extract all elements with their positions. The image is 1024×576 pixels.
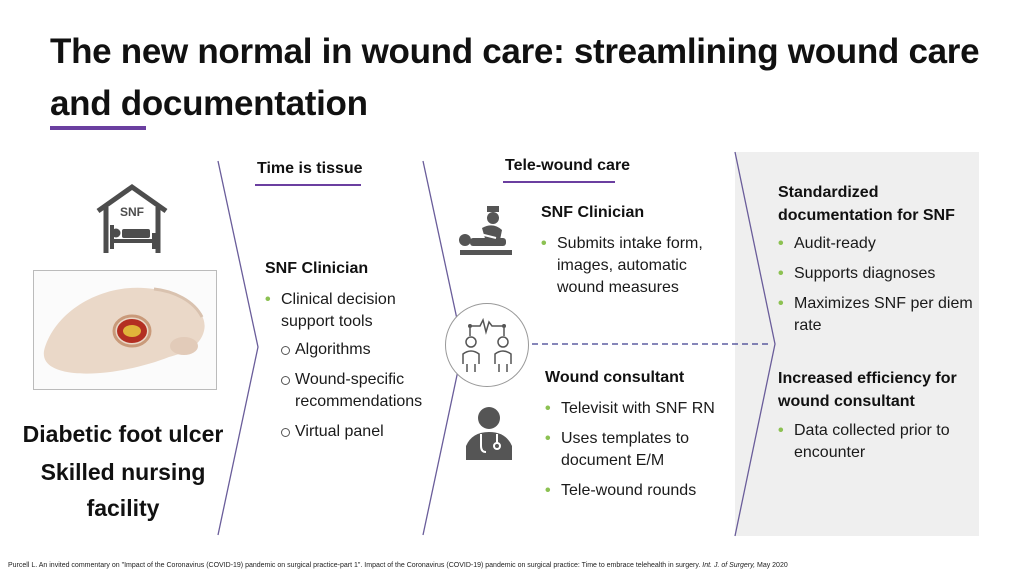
header-underline [255, 184, 361, 186]
outcome-block1-bullets: Audit-ready Supports diagnoses Maximizes… [778, 233, 974, 345]
svg-text:SNF: SNF [120, 205, 144, 219]
subitem-algorithms: Algorithms [281, 339, 445, 361]
column-header-time-is-tissue: Time is tissue [257, 160, 363, 177]
citation-date: May 2020 [755, 562, 788, 569]
tele-consultant-bullets: Televisit with SNF RN Uses templates to … [545, 398, 725, 510]
bullet-rounds: Tele-wound rounds [545, 480, 725, 502]
citation-journal: Int. J. of Surgery, [702, 562, 756, 569]
caption-diabetic-foot-ulcer: Diabetic foot ulcer [22, 421, 224, 447]
tele-snf-bullets: Submits intake form, images, automatic w… [541, 233, 731, 307]
doctor-icon [462, 404, 516, 462]
bullet-data-collected: Data collected prior to encounter [778, 420, 974, 464]
subitem-virtual-panel: Virtual panel [281, 421, 445, 443]
bullet-templates: Uses templates to document E/M [545, 428, 725, 472]
bullet-supports-diagnoses: Supports diagnoses [778, 263, 974, 285]
decision-support-subitems: Algorithms Wound-specific recommendation… [281, 339, 445, 443]
chevron-line-3 [734, 151, 776, 537]
caption-skilled-nursing-facility: Skilled nursing facility [40, 459, 206, 521]
nursing-home-icon: SNF [94, 183, 170, 257]
video-call-icon [445, 303, 529, 387]
slide-title: The new normal in wound care: streamlini… [50, 32, 980, 123]
clinician-with-patient-icon [456, 204, 518, 262]
column-header-tele-wound-care: Tele-wound care [505, 157, 631, 174]
outcome-panel [735, 152, 979, 536]
subhead-wound-consultant: Wound consultant [545, 369, 685, 386]
diabetic-foot-photo [33, 270, 217, 390]
subhead-increased-efficiency: Increased efficiency for wound consultan… [778, 370, 957, 410]
citation-footnote: Purcell L. An invited commentary on "Imp… [8, 562, 788, 569]
subhead-snf-clinician: SNF Clinician [265, 260, 369, 277]
header-underline [503, 181, 615, 183]
bullet-maximizes-per-diem: Maximizes SNF per diem rate [778, 293, 974, 337]
bullet-televisit: Televisit with SNF RN [545, 398, 725, 420]
bullet-submits-intake: Submits intake form, images, automatic w… [541, 233, 731, 299]
bullet-decision-support: Clinical decision support tools [265, 289, 445, 333]
time-bullets: Clinical decision support tools Algorith… [265, 289, 445, 451]
title-underline [50, 126, 146, 130]
citation-text: Purcell L. An invited commentary on "Imp… [8, 562, 703, 569]
chevron-line-1 [217, 160, 259, 536]
outcome-block2-bullets: Data collected prior to encounter [778, 420, 974, 472]
subhead-snf-clinician-tele: SNF Clinician [541, 204, 645, 221]
bullet-audit-ready: Audit-ready [778, 233, 974, 255]
subhead-standardized-documentation: Standardized documentation for SNF [778, 184, 955, 224]
subitem-wound-recommendations: Wound-specific recommendations [281, 369, 445, 413]
